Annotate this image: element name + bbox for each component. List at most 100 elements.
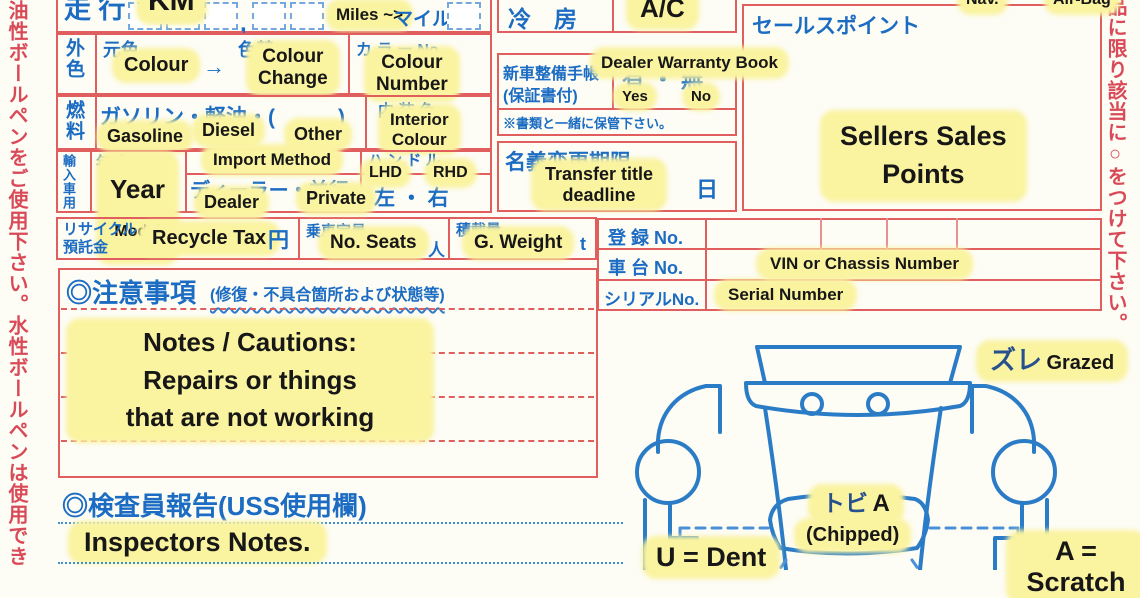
headrest-left <box>800 392 824 416</box>
right-fender <box>970 384 1036 454</box>
import-header: 輸入車用 <box>61 154 76 210</box>
chassis-no-label: 車 台 No. <box>608 258 683 278</box>
headrest-right <box>866 392 890 416</box>
yen-label: 円 <box>268 229 289 252</box>
warranty-annotation: Dealer Warranty Book <box>596 53 783 73</box>
inspector-line <box>58 522 623 524</box>
km-annotation: KM <box>142 0 201 19</box>
no-seats-annotation: No. Seats <box>324 232 423 254</box>
windscreen <box>768 492 930 556</box>
grazed-jp-label: ズレ <box>990 345 1043 375</box>
right-wheel <box>991 439 1057 505</box>
odometer-digit-box <box>447 2 481 30</box>
miles-annotation: Miles ~> <box>332 5 408 25</box>
warranty-note: ※書類と一緒に保管下さい。 <box>503 116 673 131</box>
writing-line <box>61 440 594 442</box>
recycle-tax-annotation: Recycle Tax <box>144 227 275 250</box>
dealer-annotation: Dealer <box>200 192 264 213</box>
chipped-en-annotation: (Chipped) <box>800 524 906 547</box>
chipped-annotation: トビ A <box>814 490 898 518</box>
sellers-sales-points-annotation: Sellers Sales Points <box>826 116 1021 196</box>
dashed-cowl-left <box>777 558 788 570</box>
right-lower <box>993 498 1049 570</box>
ac-box <box>497 0 737 33</box>
year-annotation: Year <box>110 174 165 205</box>
fuel-types-label: ガソリン・軽油・( ) <box>100 106 345 129</box>
fuel-header: 燃料 <box>63 100 84 142</box>
grazed-annotation: ズレ Grazed <box>982 345 1123 376</box>
recycle-label: リサイクル 預託金 <box>63 221 138 256</box>
dashed-guide-right <box>928 526 1020 570</box>
cautions-title: ◎注意事項 <box>66 278 197 308</box>
registration-no-label: 登 録 No. <box>608 228 683 248</box>
serial-no-label: シリアルNo. <box>604 290 700 309</box>
sales-points-label: セールスポイント <box>752 15 920 38</box>
warranty-label: 新車整備手帳 <box>503 66 600 83</box>
odometer-digit-box <box>204 2 238 30</box>
registration-table <box>597 218 1102 311</box>
vin-annotation: VIN or Chassis Number <box>762 254 967 274</box>
no-annotation: No <box>688 88 714 106</box>
import-method-annotation: Import Method <box>207 150 338 170</box>
inspector-annotation: Inspectors Notes. <box>74 527 321 559</box>
inspector-title: ◎検査員報告(USS使用欄) <box>62 491 367 521</box>
sales-points-box <box>742 4 1102 211</box>
recycle-box <box>56 217 597 260</box>
inspector-line <box>58 562 623 564</box>
left-lower <box>643 498 699 570</box>
day-label: 日 <box>696 177 719 202</box>
exterior-box <box>56 33 492 95</box>
left-fender <box>656 384 722 454</box>
private-annotation: Private <box>302 188 371 209</box>
ton-label: t <box>580 234 586 254</box>
diesel-annotation: Diesel <box>198 120 260 141</box>
airbag-annotation: Air-Bag <box>1050 0 1114 10</box>
year-model-annotation: Year Model <box>102 157 173 260</box>
odometer-digit-box <box>252 2 286 30</box>
odometer-digit-box <box>290 2 324 30</box>
lhd-annotation: LHD <box>366 164 405 183</box>
left-margin-note: 油性ボールペンをご使用下さい。水性ボールペンは使用でき <box>5 0 27 567</box>
interior-colour-annotation: Interior Colour <box>384 110 455 150</box>
colour-change-annotation: Colour Change <box>252 46 334 90</box>
grazed-en-annotation: Grazed <box>1046 352 1115 374</box>
colour-annotation: Colour <box>118 54 195 77</box>
mile-unit-label: マイル <box>394 9 452 30</box>
header-band <box>744 381 972 417</box>
a-pillar-right <box>918 406 943 570</box>
chipped-a-annotation: A <box>872 490 890 517</box>
arrow-icon: → <box>203 54 225 79</box>
vehicle-auction-sheet: { "side_notes": { "left": "油性ボールペンをご使用下さ… <box>5 0 1140 598</box>
rhd-annotation: RHD <box>430 164 471 183</box>
odometer-comma: , <box>240 10 247 37</box>
serial-annotation: Serial Number <box>720 285 852 305</box>
mileage-label: 走 行 <box>64 0 126 24</box>
scratch-legend-annotation: A = Scratch <box>1012 536 1140 598</box>
g-weight-annotation: G. Weight <box>468 232 569 254</box>
gasoline-annotation: Gasoline <box>103 126 188 147</box>
transfer-annotation: Transfer title deadline <box>537 164 662 206</box>
fuel-box <box>56 95 492 150</box>
cautions-subtitle: (修復・不具合箇所および状態等) <box>210 287 445 304</box>
cautions-box <box>58 268 598 478</box>
dent-legend-annotation: U = Dent <box>648 542 775 574</box>
mileage-box <box>56 0 492 33</box>
nav-annotation: Nav. <box>963 0 1002 10</box>
exterior-header: 外色 <box>63 38 84 80</box>
car-front-diagram <box>635 345 1057 570</box>
yes-annotation: Yes <box>619 88 651 106</box>
chipped-jp-label: トビ <box>822 490 868 516</box>
right-margin-note: 品に限り該当に○をつけて下さい。 <box>1104 0 1126 334</box>
cautions-annotation: Notes / Cautions: Repairs or things that… <box>72 324 428 438</box>
person-label: 人 <box>428 241 445 260</box>
writing-line <box>61 308 594 310</box>
ac-annotation: A/C <box>632 0 693 24</box>
left-right-label: 左 ・ 右 <box>374 187 449 210</box>
transfer-box <box>497 141 737 212</box>
roof-outline <box>755 345 962 385</box>
warranty-label2: (保証書付) <box>503 88 578 105</box>
colour-number-annotation: Colour Number <box>370 52 454 96</box>
left-wheel <box>635 439 701 505</box>
ac-label: 冷 房 <box>508 6 577 32</box>
dashed-cowl-right <box>910 558 921 570</box>
